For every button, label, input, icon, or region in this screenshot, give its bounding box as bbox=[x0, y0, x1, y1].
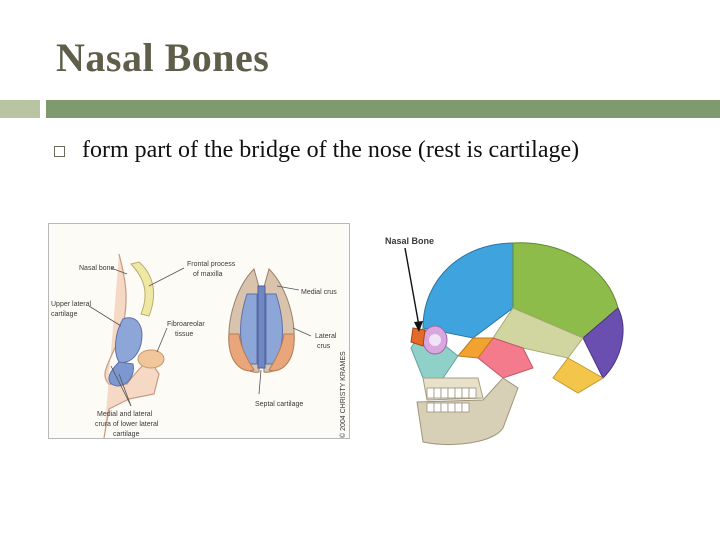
label-medial-crus: Medial crus bbox=[301, 289, 337, 296]
bullet-square-icon bbox=[54, 146, 65, 157]
nose-cartilage-illustration: Nasal bone Frontal process of maxilla Me… bbox=[48, 223, 350, 439]
label-septal-cartilage: Septal cartilage bbox=[255, 401, 303, 408]
title-accent-bar-left bbox=[0, 100, 40, 118]
label-crura-of-lower-lateral: crura of lower lateral bbox=[95, 421, 159, 428]
skull-illustration: Nasal Bone bbox=[383, 228, 639, 456]
label-medial-and-lateral: Medial and lateral bbox=[97, 411, 153, 418]
label-frontal-process: Frontal process bbox=[187, 261, 236, 268]
label-crus: crus bbox=[317, 343, 331, 350]
label-nasal-bone-skull: Nasal Bone bbox=[385, 236, 434, 246]
slide-title: Nasal Bones bbox=[56, 35, 270, 80]
label-of-maxilla: of maxilla bbox=[193, 271, 223, 278]
label-tissue: tissue bbox=[175, 331, 193, 338]
label-fibroareolar: Fibroareolar bbox=[167, 321, 205, 328]
label-cartilage-2: cartilage bbox=[113, 431, 140, 438]
label-upper-lateral: Upper lateral bbox=[51, 301, 92, 308]
label-copyright: © 2004 CHRISTY KRAMES bbox=[339, 351, 347, 438]
label-cartilage: cartilage bbox=[51, 311, 78, 318]
label-lateral: Lateral bbox=[315, 333, 337, 340]
bullet-text: form part of the bridge of the nose (res… bbox=[82, 137, 580, 163]
title-accent-bar-right bbox=[46, 100, 720, 118]
label-nasal-bone: Nasal bone bbox=[79, 265, 115, 272]
